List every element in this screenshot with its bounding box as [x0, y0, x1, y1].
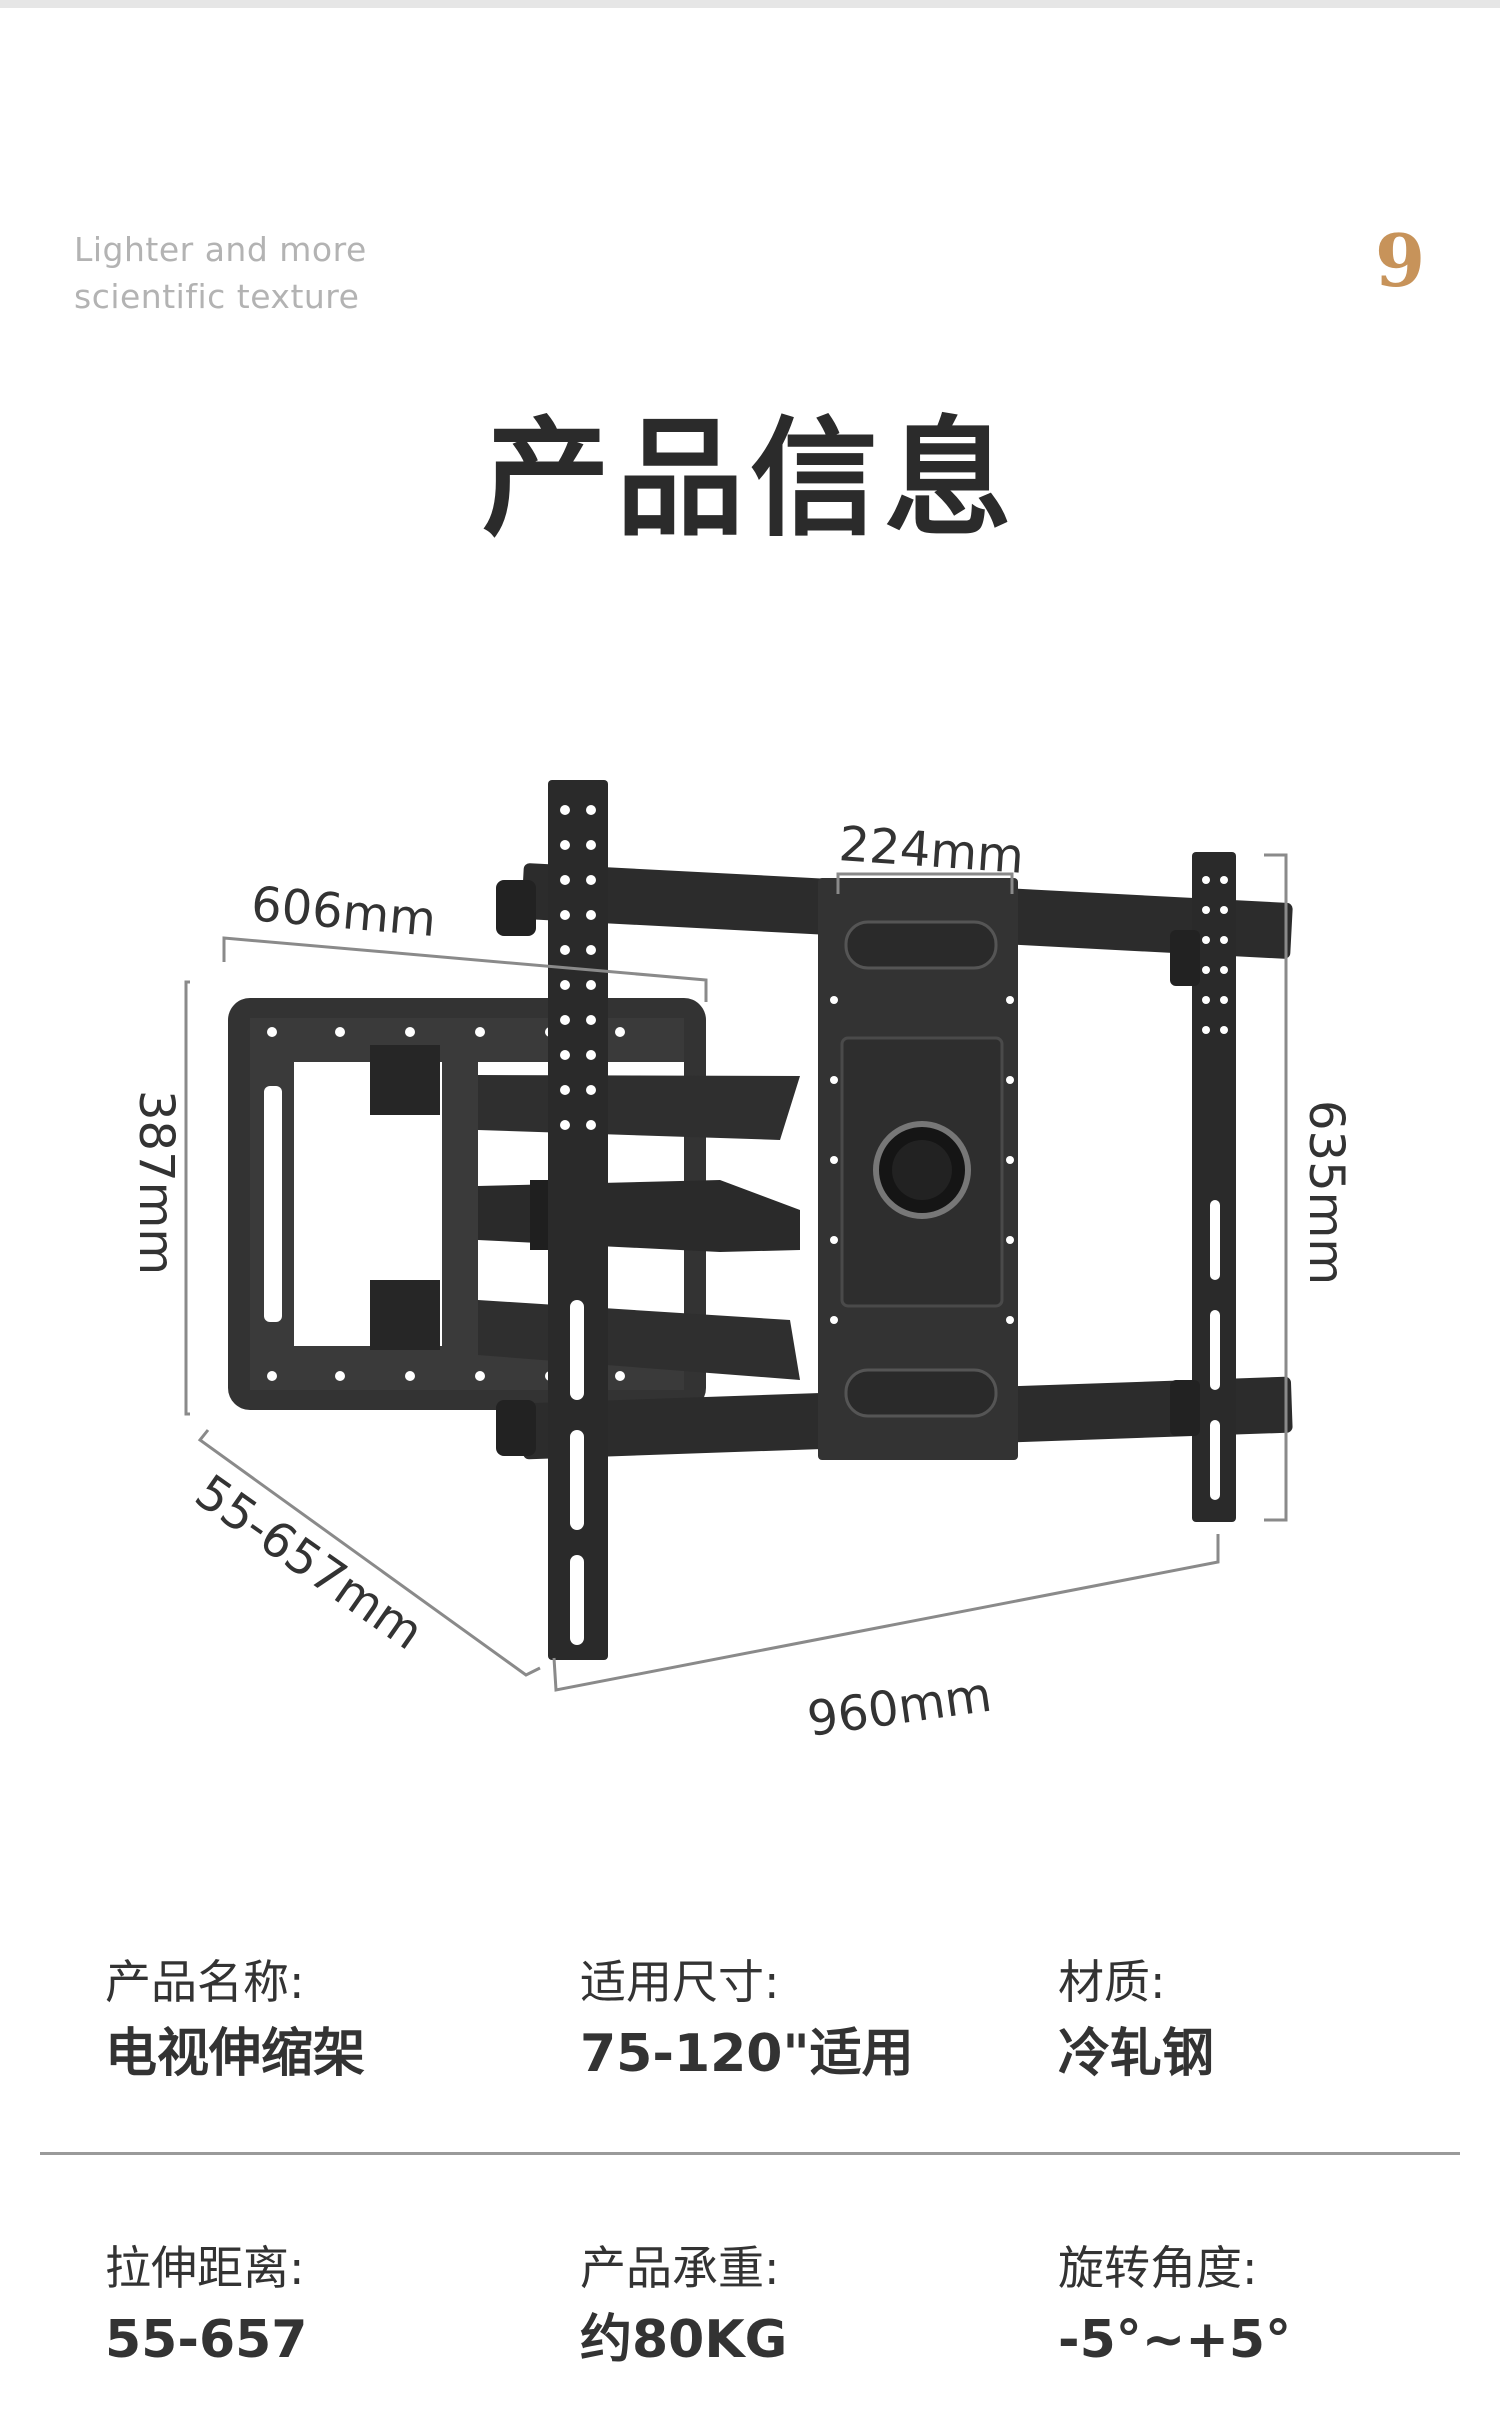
spec-divider	[40, 2152, 1460, 2155]
tagline-line-1: Lighter and more	[74, 230, 367, 269]
spec-label: 适用尺寸:	[580, 1955, 780, 2009]
spec-label: 产品名称:	[105, 1955, 305, 2009]
dimension-lines	[184, 853, 1288, 1692]
center-wall-plate	[818, 878, 1018, 1460]
dim-overall-width-label: 960mm	[804, 1667, 995, 1748]
spec-rotation-angle: 旋转角度: -5°~+5°	[1058, 2236, 1498, 2380]
spec-stretch-distance: 拉伸距离: 55-657	[105, 2236, 545, 2380]
dim-rail-height-label: 635mm	[1298, 1100, 1354, 1285]
spec-material: 材质: 冷轧钢	[1058, 1950, 1498, 2094]
spec-product-name: 产品名称: 电视伸缩架	[105, 1950, 545, 2094]
dim-width-label: 606mm	[249, 876, 438, 948]
spec-load-capacity: 产品承重: 约80KG	[580, 2236, 1020, 2380]
spec-label: 拉伸距离:	[105, 2241, 305, 2295]
spec-value: 冷轧钢	[1058, 2024, 1215, 2084]
spec-value: 55-657	[105, 2310, 308, 2370]
spec-label: 旋转角度:	[1058, 2241, 1258, 2295]
spec-label: 产品承重:	[580, 2241, 780, 2295]
page-title: 产品信息	[481, 405, 1018, 554]
right-vertical-rail	[1170, 852, 1236, 1522]
top-border	[0, 0, 1500, 8]
spec-value: 电视伸缩架	[105, 2024, 366, 2084]
dim-plate-label: 224mm	[837, 816, 1026, 885]
dim-extension-label: 55-657mm	[185, 1464, 433, 1661]
page-number: 9	[1374, 218, 1426, 303]
spec-value: 约80KG	[580, 2310, 788, 2370]
spec-size: 适用尺寸: 75-120"适用	[580, 1950, 1020, 2094]
spec-label: 材质:	[1058, 1955, 1166, 2009]
spec-value: 75-120"适用	[580, 2024, 914, 2084]
bracket-diagram: 606mm 224mm 387mm 635mm 55-657mm 960mm	[128, 780, 1354, 1748]
spec-row-1: 产品名称: 电视伸缩架 适用尺寸: 75-120"适用 材质: 冷轧钢	[0, 1950, 1500, 2130]
tagline: Lighter and more scientific texture	[74, 226, 474, 320]
left-vertical-rail	[548, 780, 608, 1660]
dim-height-label: 387mm	[128, 1090, 184, 1275]
spec-row-2: 拉伸距离: 55-657 产品承重: 约80KG 旋转角度: -5°~+5°	[0, 2236, 1500, 2416]
spec-value: -5°~+5°	[1058, 2310, 1292, 2370]
tagline-line-2: scientific texture	[74, 277, 360, 316]
